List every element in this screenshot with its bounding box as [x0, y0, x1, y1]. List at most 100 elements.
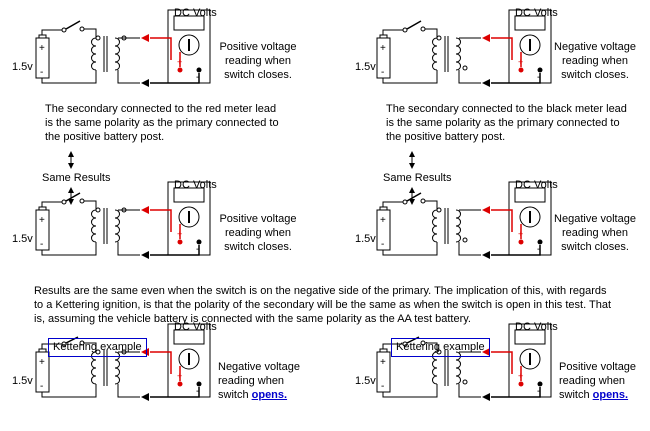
jack-minus: - — [196, 386, 199, 397]
wire — [382, 70, 438, 84]
same-results-arrow-down-head — [409, 187, 415, 193]
red-lead — [168, 351, 172, 374]
primary-coil — [91, 209, 97, 243]
wire — [382, 201, 403, 207]
same-results-arrow-up-head — [409, 151, 415, 157]
black-probe — [141, 393, 149, 401]
red-lead — [491, 351, 522, 381]
reading-description: Negative voltage reading when switch clo… — [554, 213, 636, 253]
switch-lever — [65, 20, 81, 30]
jack-minus: - — [537, 244, 540, 255]
battery-minus: - — [40, 381, 43, 392]
same-results-right: Same Results — [383, 172, 452, 184]
red-jack — [177, 67, 183, 73]
battery-minus: - — [40, 67, 43, 78]
meter-display — [173, 187, 205, 203]
meter-display — [514, 187, 546, 203]
wire — [382, 29, 403, 35]
wire — [458, 70, 481, 84]
red-lead — [150, 209, 181, 239]
wire — [458, 384, 481, 398]
battery-terminal — [379, 348, 388, 353]
red-lead — [509, 37, 513, 60]
kettering-example-label: Kettering example — [48, 338, 147, 357]
switch-contact — [420, 198, 426, 204]
black-jack — [537, 67, 543, 73]
red-jack — [518, 67, 524, 73]
battery-plus: + — [380, 43, 386, 54]
secondary-coil — [114, 37, 120, 71]
reading-description: Negative voltage reading when switch clo… — [554, 41, 636, 81]
battery-terminal — [38, 206, 47, 211]
meter-display — [514, 329, 546, 345]
wire — [425, 28, 438, 38]
secondary-coil — [114, 209, 120, 243]
wire — [41, 242, 97, 256]
switch-lever — [406, 20, 422, 30]
battery-label: 1.5v — [355, 61, 376, 73]
switch-contact — [61, 199, 67, 205]
wire — [117, 70, 140, 84]
primary-coil — [432, 209, 438, 243]
wire — [41, 70, 97, 84]
wire — [382, 384, 438, 398]
black-probe — [482, 251, 490, 259]
wire — [425, 200, 438, 210]
meter-display — [514, 15, 546, 31]
opens-link: opens. — [592, 389, 629, 401]
polarity-dot — [436, 349, 442, 355]
polarity-dot — [436, 207, 442, 213]
black-lead — [150, 73, 200, 84]
black-lead — [150, 387, 200, 398]
meter-title: DC Volts — [174, 321, 217, 333]
same-results-arrow-down-head — [409, 199, 415, 205]
red-lead — [491, 209, 522, 239]
switch-contact — [402, 341, 408, 347]
note-right: The secondary connected to the black met… — [386, 103, 627, 143]
battery-plus: + — [39, 357, 45, 368]
wire — [117, 242, 140, 256]
wire — [382, 343, 403, 349]
switch-contact — [420, 26, 426, 32]
polarity-dot — [462, 65, 468, 71]
battery-label: 1.5v — [12, 375, 33, 387]
secondary-coil — [455, 209, 461, 243]
polarity-dot — [95, 207, 101, 213]
red-lead — [150, 37, 181, 67]
reading-description: Negative voltage reading when switch ope… — [218, 361, 300, 401]
red-lead — [168, 37, 172, 60]
battery-minus: - — [40, 239, 43, 250]
secondary-coil — [114, 351, 120, 385]
battery-minus: - — [381, 239, 384, 250]
same-results-arrow-up-head — [68, 151, 74, 157]
black-probe — [482, 393, 490, 401]
battery-minus: - — [381, 381, 384, 392]
wire — [41, 201, 62, 207]
battery-terminal — [38, 34, 47, 39]
switch-contact — [79, 26, 85, 32]
wire — [425, 342, 438, 352]
secondary-coil — [455, 37, 461, 71]
switch-contact — [61, 341, 67, 347]
red-probe — [482, 348, 490, 356]
same-results-left: Same Results — [42, 172, 111, 184]
secondary-coil — [455, 351, 461, 385]
wire — [41, 343, 62, 349]
primary-coil — [91, 351, 97, 385]
results-paragraph: Results are the same even when the switc… — [34, 285, 612, 325]
note-left: The secondary connected to the red meter… — [45, 103, 279, 143]
wire — [382, 242, 438, 256]
wire — [84, 342, 97, 352]
red-lead — [509, 351, 513, 374]
red-probe — [482, 206, 490, 214]
battery-label: 1.5v — [12, 233, 33, 245]
primary-coil — [432, 37, 438, 71]
reading-description: Positive voltage reading when switch clo… — [219, 41, 297, 81]
red-jack — [177, 381, 183, 387]
red-probe — [141, 348, 149, 356]
meter-title: DC Volts — [174, 179, 217, 191]
polarity-dot — [436, 35, 442, 41]
polarity-dot — [95, 349, 101, 355]
battery-terminal — [379, 34, 388, 39]
